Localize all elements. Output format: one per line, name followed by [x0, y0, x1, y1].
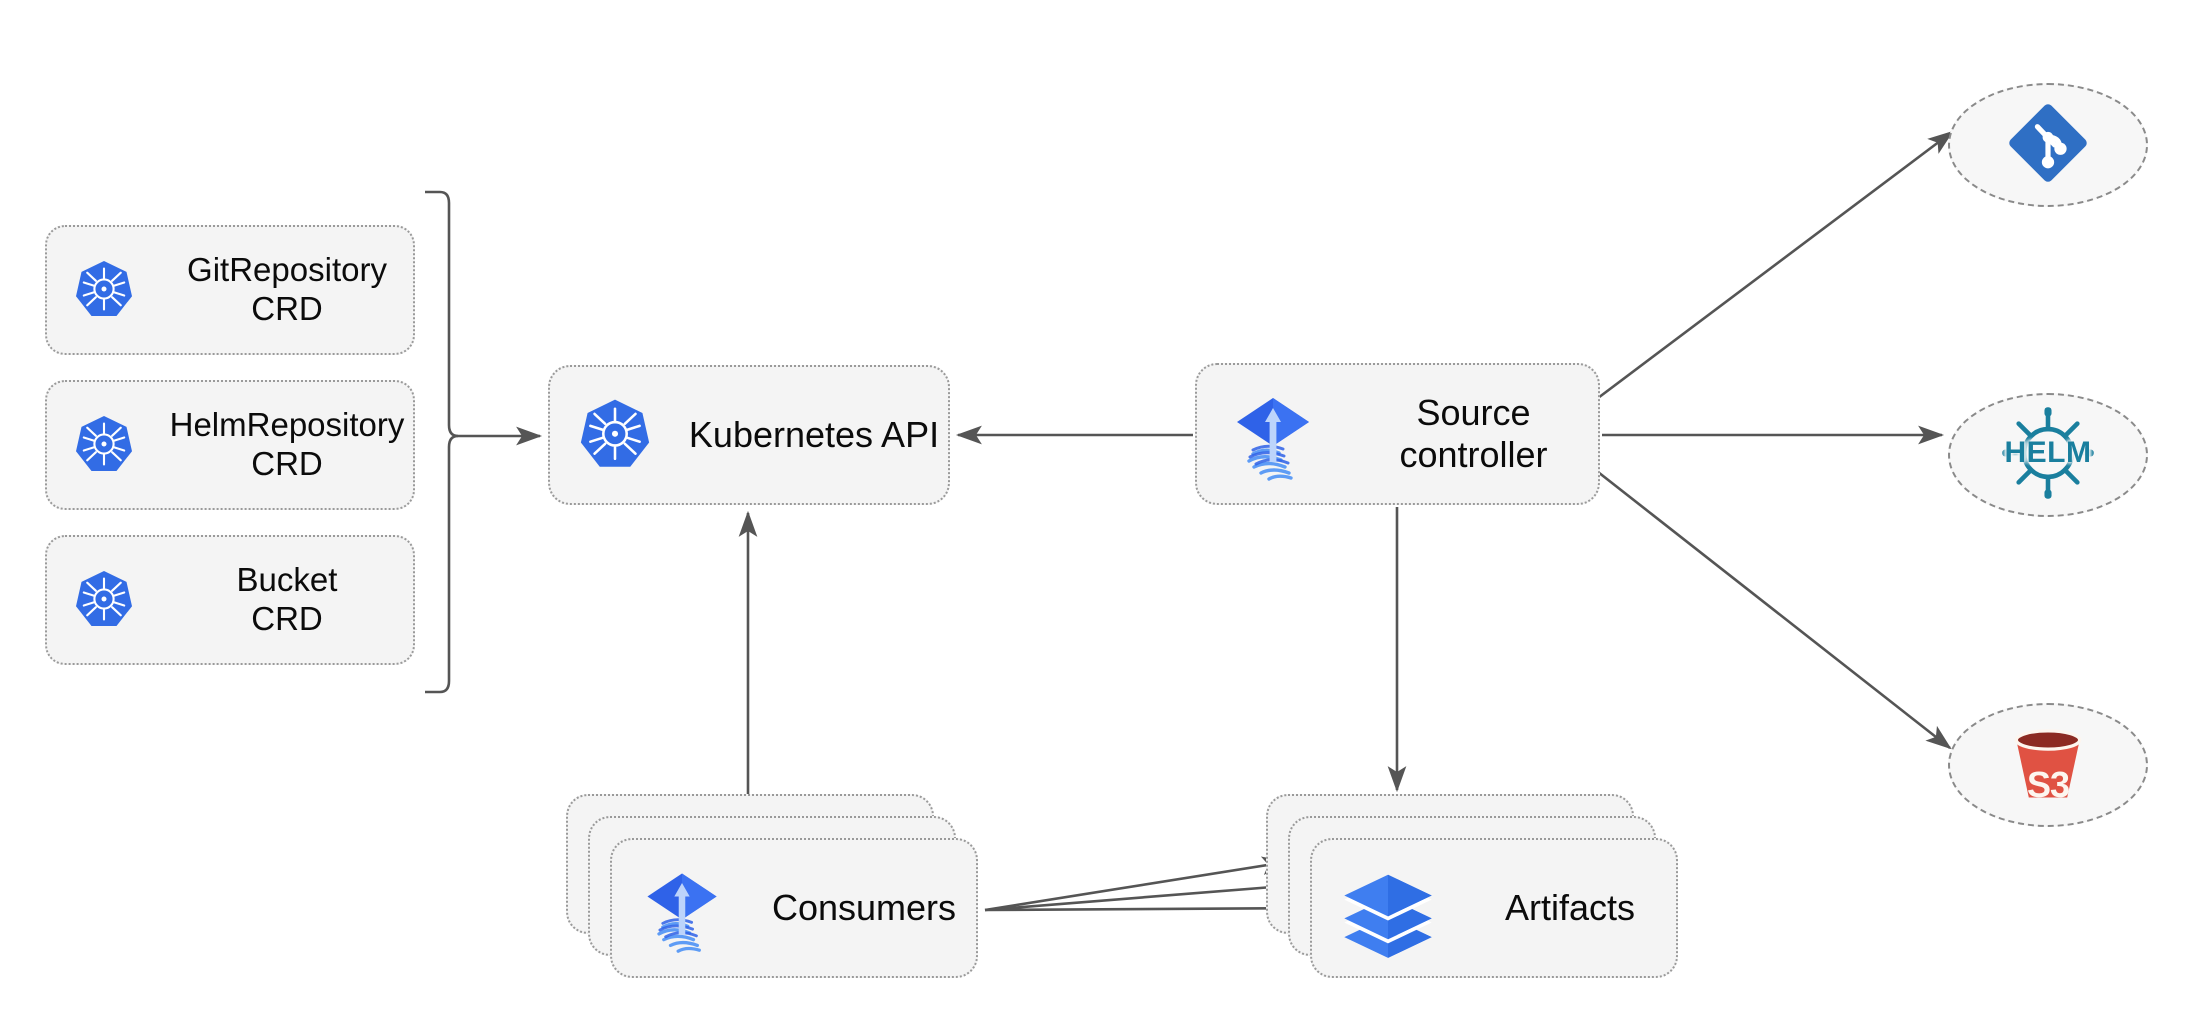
- crd-label: Bucket CRD: [236, 561, 338, 637]
- node-consumers[interactable]: Consumers: [566, 794, 978, 978]
- layers-icon: [1330, 856, 1446, 960]
- s3-wordmark: S3: [2026, 763, 2070, 805]
- node-source-controller[interactable]: Source controller: [1195, 363, 1600, 505]
- external-source-helm[interactable]: HELM: [1948, 393, 2148, 517]
- node-label: Artifacts: [1504, 886, 1636, 928]
- edge-consumers-to-artifacts-1: [984, 856, 1289, 912]
- helm-icon: HELM: [1996, 401, 2100, 510]
- kubernetes-icon: [67, 568, 141, 632]
- node-label: Kubernetes API: [688, 413, 940, 455]
- s3-icon: S3: [2000, 715, 2096, 816]
- consumers-stack-front[interactable]: Consumers: [610, 838, 978, 978]
- kubernetes-icon: [67, 413, 141, 477]
- crd-label: HelmRepository CRD: [169, 406, 405, 482]
- external-source-git[interactable]: [1948, 83, 2148, 207]
- flux-icon: [1219, 384, 1327, 484]
- artifacts-stack-front[interactable]: Artifacts: [1310, 838, 1678, 978]
- crd-label: GitRepository CRD: [187, 251, 387, 327]
- node-kubernetes-api[interactable]: Kubernetes API: [548, 365, 950, 505]
- kubernetes-icon: [67, 258, 141, 322]
- external-source-s3[interactable]: S3: [1948, 703, 2148, 827]
- node-artifacts[interactable]: Artifacts: [1266, 794, 1678, 978]
- node-label: Source controller: [1399, 391, 1548, 475]
- crd-card-helmrepository[interactable]: HelmRepository CRD: [45, 380, 415, 510]
- edge-consumers-to-artifacts-2: [984, 876, 1313, 912]
- edge-source-to-s3: [1597, 470, 1952, 750]
- flux-icon: [630, 860, 734, 956]
- node-label: Consumers: [771, 886, 957, 928]
- crd-card-gitrepository[interactable]: GitRepository CRD: [45, 225, 415, 355]
- helm-wordmark: HELM: [2004, 435, 2092, 469]
- edge-source-to-git: [1597, 130, 1954, 400]
- crd-card-bucket[interactable]: Bucket CRD: [45, 535, 415, 665]
- kubernetes-icon: [572, 396, 658, 474]
- git-icon: [2000, 95, 2096, 196]
